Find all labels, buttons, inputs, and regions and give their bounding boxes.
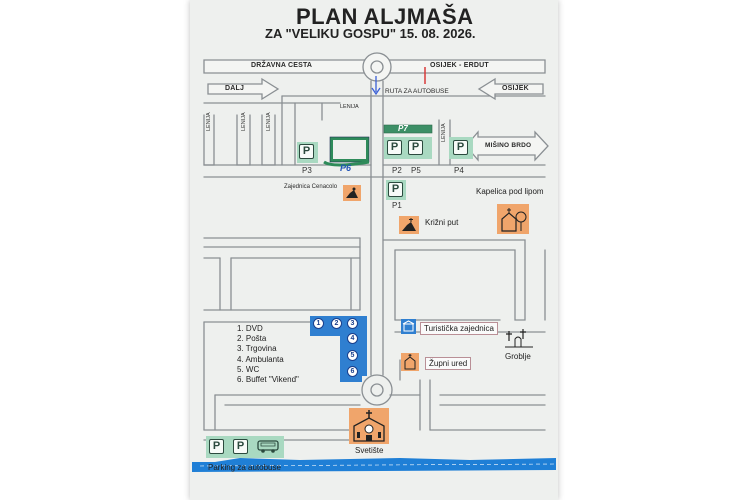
krizni-put-icon — [399, 216, 419, 234]
parking-p2-p5-marker: P P — [384, 137, 432, 159]
zupni-ured-icon — [401, 353, 419, 371]
bus-route-label: RUTA ZA AUTOBUSE — [385, 88, 449, 95]
legend-item-trgovina: 3. Trgovina — [237, 344, 277, 354]
road-label-osijek: OSIJEK — [502, 85, 529, 92]
parking-label-p7: P7 — [398, 124, 408, 133]
service-marker-1: 1 — [313, 318, 324, 329]
bus-parking-marker: P P — [206, 436, 284, 458]
service-marker-6: 6 — [347, 366, 358, 377]
legend-item-wc: 5. WC — [237, 364, 260, 374]
parking-p4-marker: P — [449, 137, 473, 159]
parking-label-p1: P1 — [392, 201, 402, 210]
road-label-dalj: DALJ — [225, 85, 245, 92]
osijek-arrow — [477, 77, 544, 101]
parking-p3-marker: P — [297, 142, 318, 163]
cemetery-icon — [505, 327, 533, 349]
turisticka-label: Turistička zajednica — [420, 322, 498, 335]
legend-item-ambulanta: 4. Ambulanta — [237, 354, 284, 364]
road-label-drzavna-cesta: DRŽAVNA CESTA — [251, 62, 313, 69]
map-subtitle: ZA "VELIKU GOSPU" 15. 08. 2026. — [265, 26, 476, 41]
legend-item-buffet: 6. Buffet "Vikend" — [237, 375, 299, 385]
service-marker-4: 4 — [347, 333, 358, 344]
dalj-arrow — [207, 77, 280, 101]
legend-item-dvd: 1. DVD — [237, 324, 263, 333]
road-label-osijek-erdut: OSIJEK - ERDUT — [430, 62, 489, 69]
bus-parking-label: Parking za autobuse — [208, 463, 281, 472]
road-label-lenija-3: LENIJA — [241, 112, 247, 131]
road-label-lenija-1: LENIJA — [340, 104, 359, 110]
parking-label-p3: P3 — [302, 166, 312, 175]
krizni-put-label: Križni put — [425, 218, 459, 227]
turisticka-icon — [401, 319, 416, 334]
services-legend: 1. DVD 2. Pošta 3. Trgovina 4. Ambulanta… — [237, 324, 299, 385]
bus-icon — [257, 439, 279, 454]
legend-item-posta: 2. Pošta — [237, 334, 267, 344]
map-title: PLAN ALJMAŠA — [296, 4, 474, 29]
road-label-lenija-4: LENIJA — [266, 112, 272, 131]
service-marker-2: 2 — [331, 318, 342, 329]
parking-label-p2: P2 — [392, 166, 402, 175]
cenacolo-label: Zajednica Cenacolo — [284, 184, 338, 190]
service-marker-5: 5 — [347, 350, 358, 361]
parking-p1-marker: P — [386, 180, 406, 200]
service-marker-3: 3 — [347, 318, 358, 329]
parking-label-p6: P6 — [340, 163, 352, 173]
road-label-lenija-5: LENIJA — [441, 123, 447, 142]
svetiste-label: Svetište — [355, 446, 384, 455]
cemetery-label: Groblje — [505, 352, 531, 361]
road-label-misino-brdo: MIŠINO BRDO — [485, 142, 532, 149]
parking-label-p5: P5 — [411, 166, 421, 175]
kapelica-chapel-icon — [497, 204, 529, 234]
parking-label-p4: P4 — [454, 166, 464, 175]
road-label-lenija-2: LENIJA — [206, 112, 212, 131]
zupni-ured-label: Župni ured — [425, 357, 472, 370]
cenacolo-icon — [343, 185, 361, 201]
kapelica-label: Kapelica pod lipom — [476, 187, 544, 196]
svetiste-church-icon — [349, 408, 389, 444]
